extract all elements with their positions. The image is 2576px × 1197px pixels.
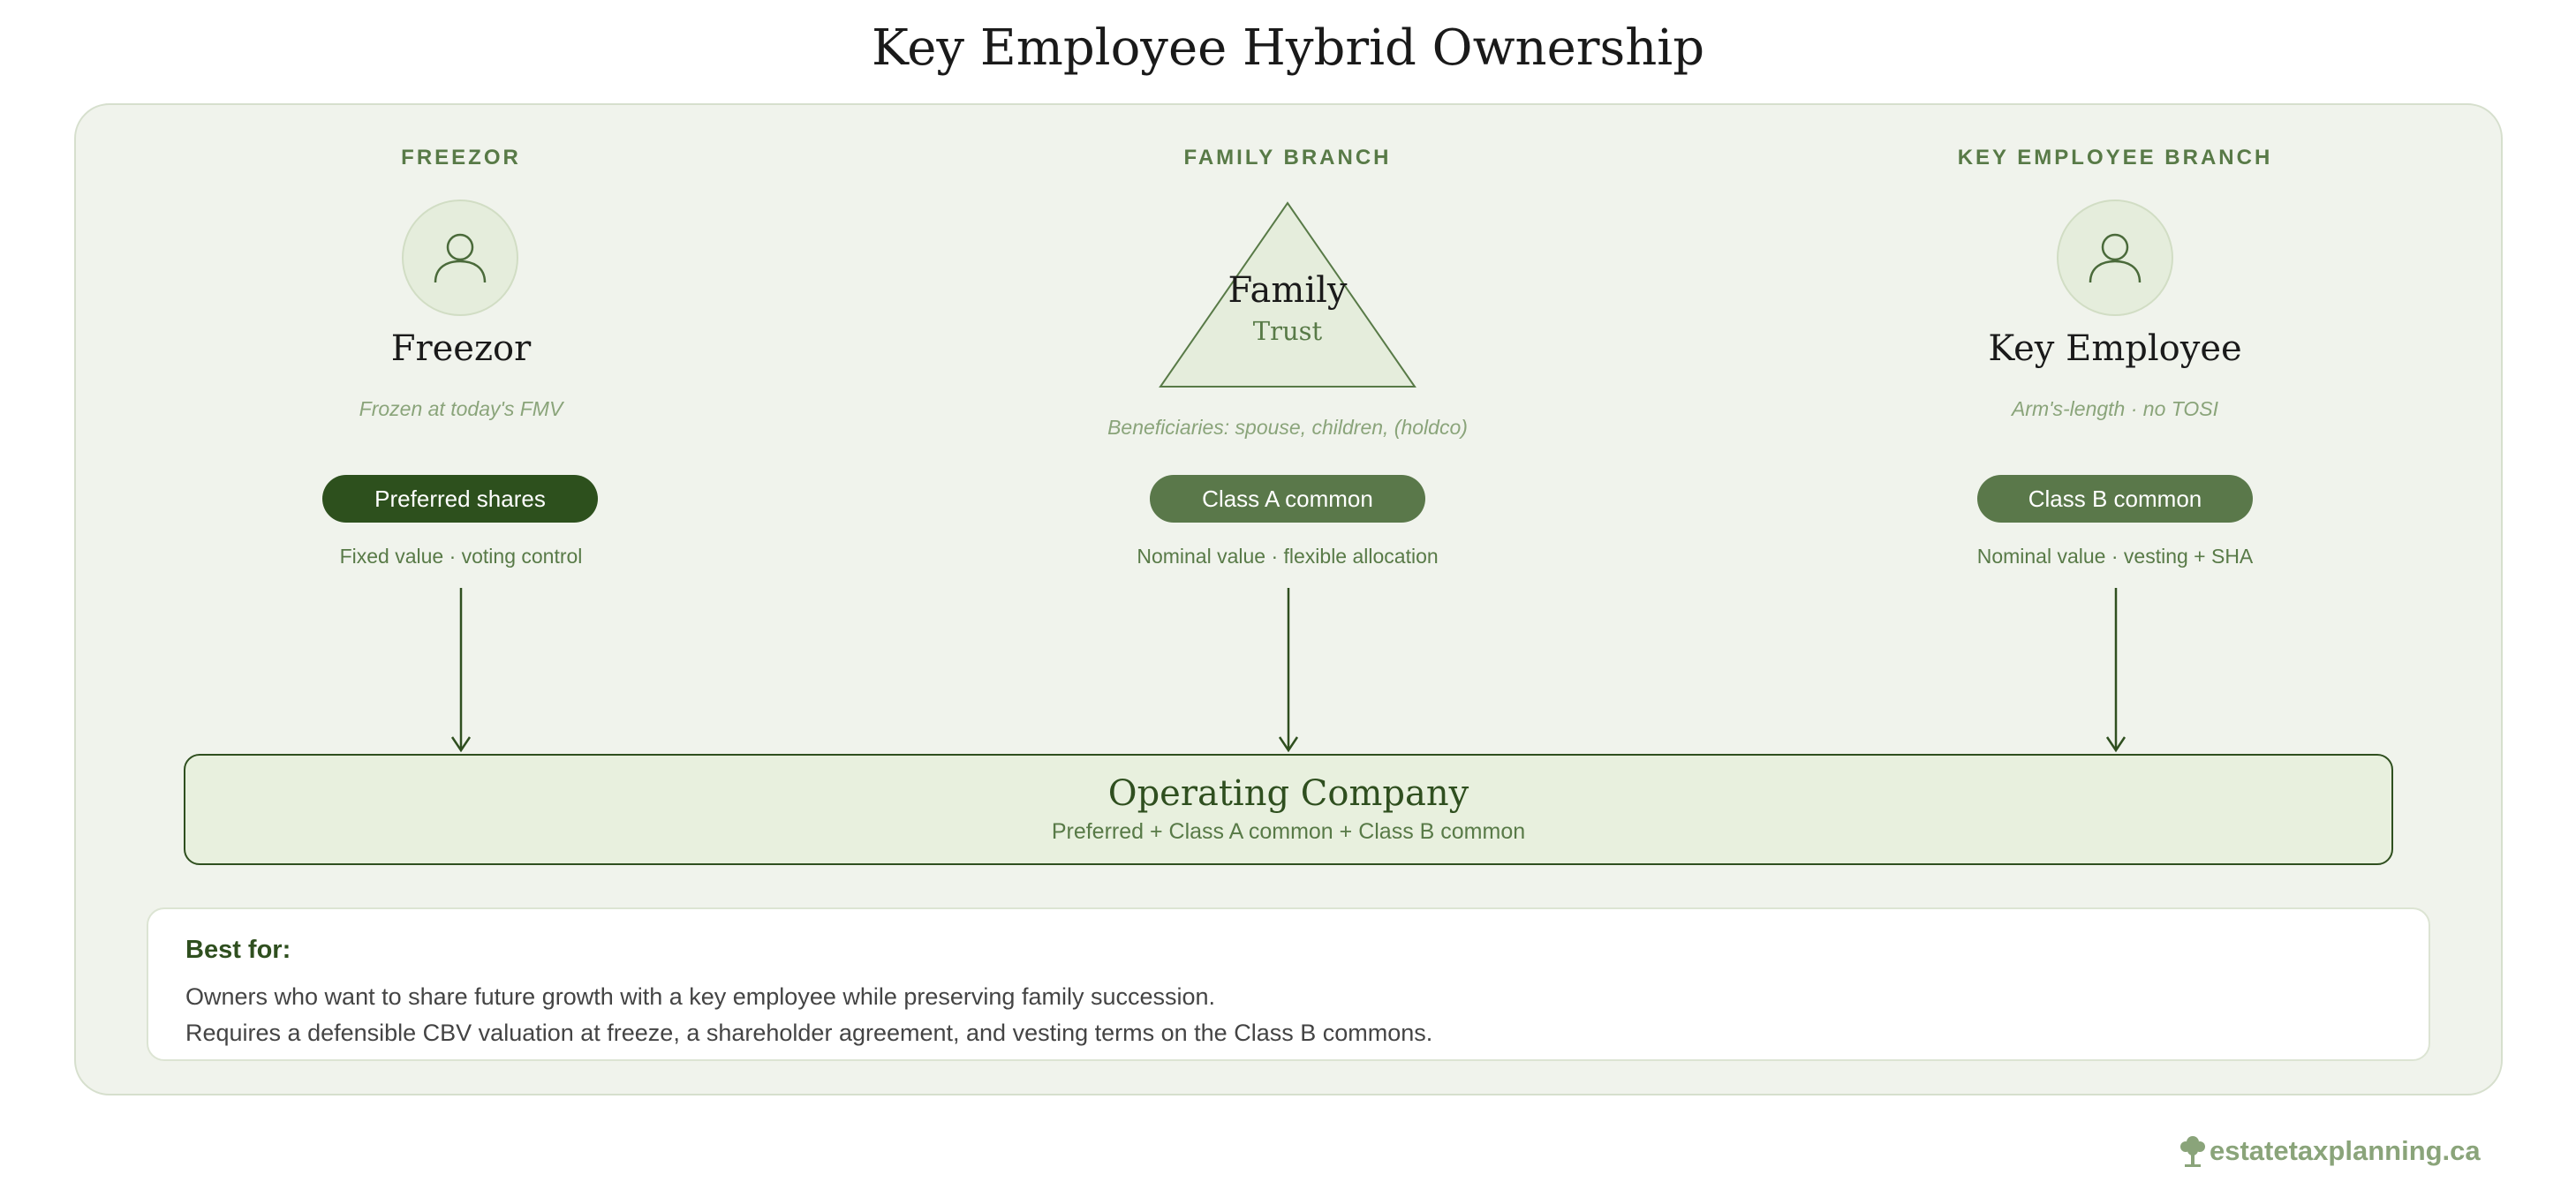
preferred-shares-pill: Preferred shares bbox=[322, 475, 598, 523]
family-trust-name: Family bbox=[1228, 270, 1348, 311]
employee-shares-desc: Nominal value · vesting + SHA bbox=[1976, 545, 2254, 568]
person-icon bbox=[2089, 233, 2142, 283]
employee-note: Arm's-length · no TOSI bbox=[2011, 397, 2219, 420]
freezor-avatar bbox=[402, 200, 518, 316]
family-note: Beneficiaries: spouse, children, (holdco… bbox=[1107, 416, 1468, 439]
person-icon bbox=[434, 233, 487, 283]
best-for-line: Owners who want to share future growth w… bbox=[185, 983, 1216, 1010]
class-b-common-pill: Class B common bbox=[1977, 475, 2253, 523]
family-trust-subname: Trust bbox=[1252, 316, 1323, 346]
employee-arrowhead bbox=[2105, 736, 2127, 753]
freezor-shares-desc: Fixed value · voting control bbox=[339, 545, 583, 568]
family-branch-label: FAMILY BRANCH bbox=[1183, 146, 1392, 169]
family-arrowhead bbox=[1278, 736, 1299, 753]
operating-company-subtitle: Preferred + Class A common + Class B com… bbox=[1051, 819, 1526, 844]
freezor-name: Freezor bbox=[390, 328, 532, 369]
freezor-note: Frozen at today's FMV bbox=[359, 397, 563, 420]
freezor-arrowhead bbox=[450, 736, 472, 753]
employee-avatar bbox=[2057, 200, 2173, 316]
ownership-arrows bbox=[450, 588, 2127, 753]
best-for-line: Requires a defensible CBV valuation at f… bbox=[185, 1020, 1433, 1046]
best-for-box: Best for: Owners who want to share futur… bbox=[147, 907, 2430, 1061]
family-shares-desc: Nominal value · flexible allocation bbox=[1137, 545, 1439, 568]
operating-company-box: Operating Company Preferred + Class A co… bbox=[184, 754, 2393, 865]
trust-triangle-icon bbox=[1159, 201, 1416, 388]
site-logo: estatetaxplanning.ca bbox=[2178, 1133, 2481, 1169]
employee-branch-label: KEY EMPLOYEE BRANCH bbox=[1957, 146, 2273, 169]
freezor-branch-label: FREEZOR bbox=[401, 146, 521, 169]
logo-text: estatetaxplanning.ca bbox=[2210, 1135, 2481, 1166]
employee-name: Key Employee bbox=[1988, 328, 2242, 369]
operating-company-title: Operating Company bbox=[1107, 773, 1469, 814]
best-for-title: Best for: bbox=[185, 936, 291, 964]
class-a-common-pill: Class A common bbox=[1150, 475, 1425, 523]
tree-icon bbox=[2180, 1136, 2205, 1167]
page-title: Key Employee Hybrid Ownership bbox=[871, 19, 1705, 77]
